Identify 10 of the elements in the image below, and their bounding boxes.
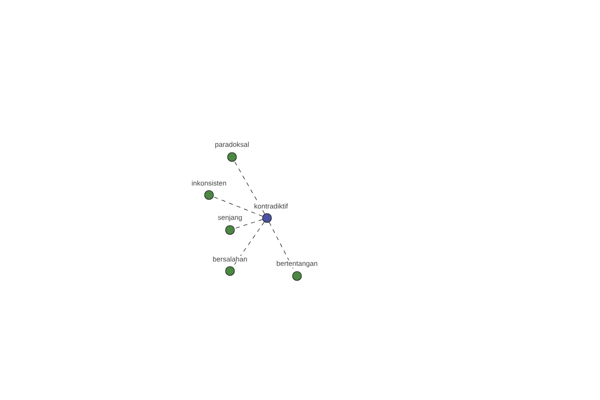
connector-line [213, 196, 263, 216]
node-circle [204, 190, 214, 200]
node-circle [225, 266, 235, 276]
connector-line [234, 219, 263, 229]
node-circle [225, 225, 235, 235]
connector-line [232, 222, 265, 268]
node-circle [292, 271, 302, 281]
connector-line [234, 160, 265, 214]
node-circle [262, 213, 272, 223]
node-circle [227, 152, 237, 162]
